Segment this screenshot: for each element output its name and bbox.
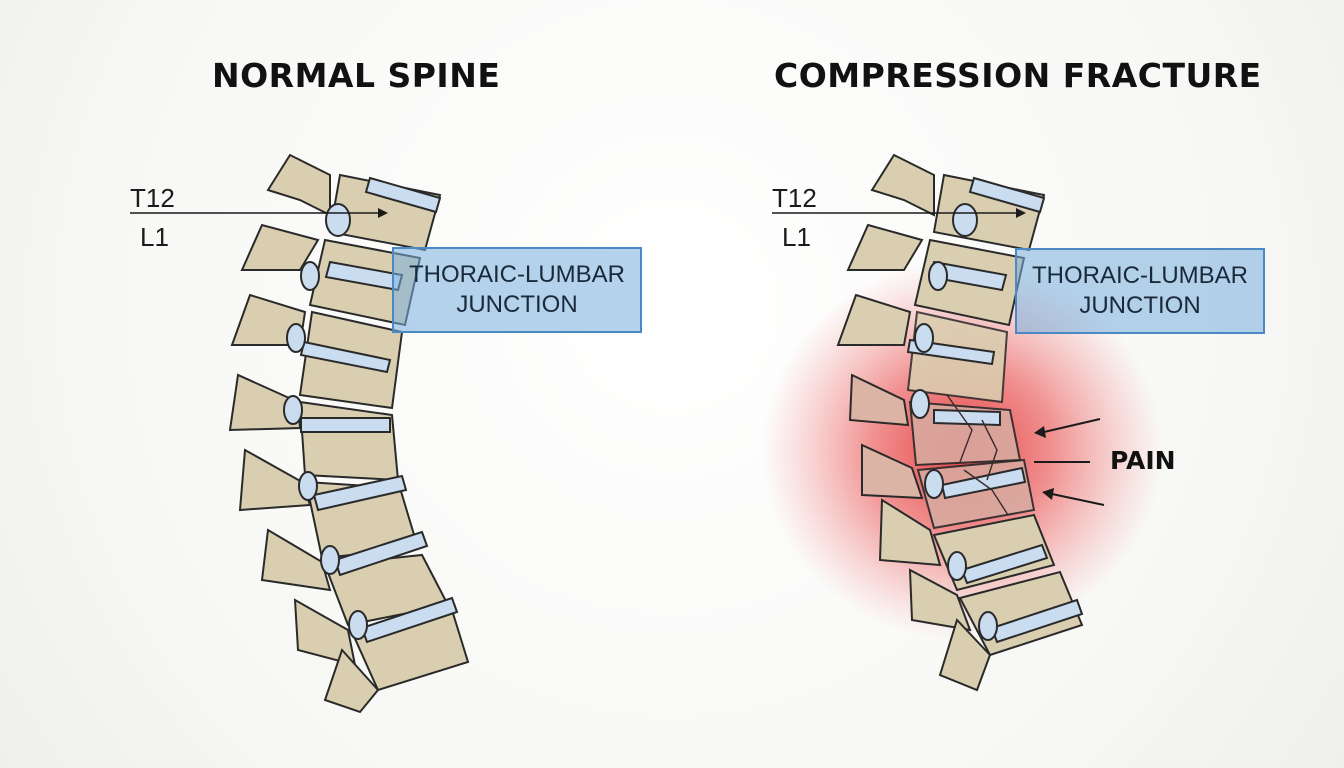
spinous-process bbox=[836, 293, 912, 346]
spinous-process bbox=[293, 598, 357, 667]
facet-joint bbox=[947, 551, 967, 581]
l1-label: L1 bbox=[140, 222, 169, 252]
t12-l1-pointer-arrowhead bbox=[1016, 208, 1026, 218]
intervertebral-disc bbox=[960, 543, 1049, 585]
junction-callout-line2: JUNCTION bbox=[456, 291, 578, 318]
facet-joint bbox=[283, 395, 303, 425]
spinous-process bbox=[266, 153, 331, 217]
spinous-process bbox=[848, 373, 910, 427]
junction-callout-line1: THORAIC-LUMBAR bbox=[1031, 262, 1248, 289]
fractured-spine-illustration bbox=[762, 153, 1162, 692]
normal-spine-panel: NORMAL SPINE bbox=[130, 56, 642, 714]
spinous-process bbox=[323, 648, 380, 714]
spinous-process bbox=[870, 153, 935, 217]
pain-arrows bbox=[1034, 418, 1105, 506]
intervertebral-disc bbox=[933, 408, 1001, 427]
junction-callout: THORAIC-LUMBAR JUNCTION bbox=[392, 247, 642, 333]
intervertebral-disc bbox=[360, 596, 459, 644]
intervertebral-disc bbox=[940, 466, 1027, 500]
pain-label: PAIN bbox=[1110, 446, 1176, 475]
facet-joint bbox=[978, 611, 998, 641]
junction-callout-line2: JUNCTION bbox=[1079, 292, 1201, 319]
facet-joint bbox=[286, 323, 306, 353]
spinous-process bbox=[861, 443, 924, 500]
l1-label: L1 bbox=[782, 222, 811, 252]
facet-joint bbox=[325, 203, 351, 237]
intervertebral-disc bbox=[299, 340, 392, 374]
intervertebral-disc bbox=[990, 598, 1084, 644]
compression-fracture-title: COMPRESSION FRACTURE bbox=[774, 56, 1262, 95]
facet-joint bbox=[914, 323, 934, 353]
facet-joint bbox=[300, 261, 320, 291]
facet-joint bbox=[928, 261, 948, 291]
t12-label: T12 bbox=[130, 183, 175, 213]
facet-joint bbox=[910, 389, 930, 419]
spinous-process bbox=[938, 618, 992, 692]
intervertebral-disc bbox=[333, 530, 429, 577]
spine-column bbox=[836, 153, 1084, 692]
spinous-process bbox=[240, 223, 320, 271]
t12-l1-pointer-arrowhead bbox=[378, 208, 388, 218]
junction-callout: THORAIC-LUMBAR JUNCTION bbox=[1015, 248, 1265, 334]
spinous-process bbox=[908, 568, 972, 632]
intervertebral-disc bbox=[312, 474, 408, 512]
spinous-process bbox=[846, 223, 924, 271]
spinous-process bbox=[878, 498, 942, 567]
compression-fracture-panel: COMPRESSION FRACTURE bbox=[672, 0, 1344, 768]
facet-joint bbox=[298, 471, 318, 501]
intervertebral-disc bbox=[968, 176, 1046, 214]
facet-joint bbox=[348, 610, 368, 640]
intervertebral-disc bbox=[364, 176, 442, 214]
normal-spine-illustration bbox=[130, 153, 470, 714]
facet-joint bbox=[924, 469, 944, 499]
spinous-process bbox=[260, 528, 332, 592]
t12-label: T12 bbox=[772, 183, 817, 213]
spine-column bbox=[228, 153, 470, 714]
fracture-lines bbox=[946, 394, 1009, 516]
vertebra-body bbox=[298, 400, 400, 482]
facet-joint bbox=[952, 203, 978, 237]
junction-callout-line1: THORAIC-LUMBAR bbox=[408, 261, 625, 288]
intervertebral-disc bbox=[300, 417, 391, 433]
normal-spine-title: NORMAL SPINE bbox=[212, 56, 501, 95]
facet-joint bbox=[320, 545, 340, 575]
